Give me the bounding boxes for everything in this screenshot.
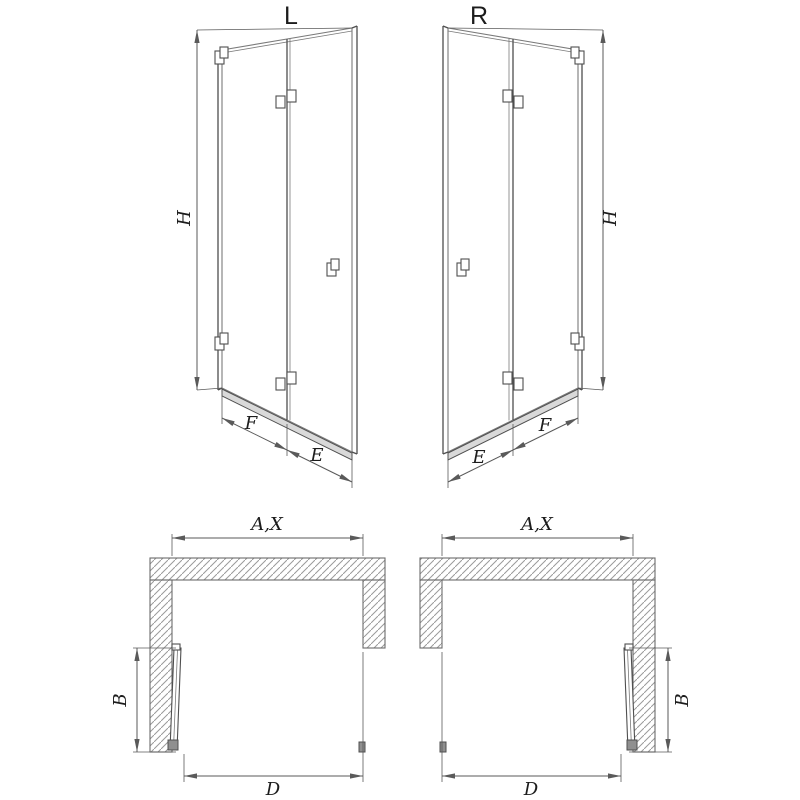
wall-bracket-top [570, 46, 585, 65]
dimension-passage: D [183, 652, 364, 800]
bracket-block [570, 46, 580, 59]
dimension-bottom-widths-left: F E [221, 392, 353, 488]
hinge-block [513, 377, 524, 391]
wall-right [362, 579, 386, 649]
dimension-line-F [221, 417, 288, 451]
fold-hinge-top [502, 89, 524, 109]
plan-left-view: A,X B D [110, 514, 386, 800]
edge-profile-cap-top [442, 25, 449, 29]
dimension-width: A,X [171, 514, 364, 556]
opposite-profile-mark [358, 741, 366, 753]
door-drawing-left [214, 25, 358, 461]
end-width-label: E [309, 445, 323, 466]
bracket-block [219, 332, 229, 345]
bottom-pivot-block [626, 739, 638, 751]
hinge-block [286, 89, 297, 103]
projection-dimension-label: B [672, 693, 693, 707]
variant-label-left: L [284, 2, 298, 30]
door-drawing-right [442, 25, 585, 461]
dimension-line-F [512, 417, 579, 451]
variant-label-right: R [470, 2, 488, 30]
hinge-block [275, 95, 286, 109]
wall-bracket-top [214, 46, 229, 65]
dimension-height-left: H [174, 27, 353, 391]
passage-dimension-label: D [265, 779, 281, 800]
hinge-block [286, 371, 297, 385]
handle-block [330, 258, 340, 271]
dimension-projection: B [629, 647, 693, 753]
hinge-block [513, 95, 524, 109]
folded-door-plan [167, 643, 182, 751]
fold-hinge-bottom [275, 371, 297, 391]
wall-top [149, 557, 386, 581]
handle-block [460, 258, 470, 271]
fold-width-label: F [538, 415, 553, 436]
edge-profile-cap-top [351, 25, 358, 29]
wall-bracket-bottom [214, 332, 229, 351]
elevation-right-view: R [442, 2, 621, 488]
elevation-left-view: L [174, 2, 358, 488]
height-dimension-label: H [174, 210, 195, 227]
wall-left [149, 579, 173, 753]
extension-line [577, 387, 604, 391]
hinge-block [275, 377, 286, 391]
fold-hinge-bottom [502, 371, 524, 391]
wall-left [419, 579, 443, 649]
dimension-passage: D [441, 652, 622, 800]
bracket-block [219, 46, 229, 59]
bracket-block [570, 332, 580, 345]
height-dimension-label: H [600, 210, 621, 227]
dimension-height-right: H [447, 27, 621, 391]
projection-dimension-label: B [110, 693, 131, 707]
hinge-block [502, 371, 513, 385]
fold-crease-line [627, 649, 632, 749]
wall-top [419, 557, 656, 581]
dimension-width: A,X [441, 514, 634, 556]
folded-door-plan [623, 643, 638, 751]
bottom-pivot-block [167, 739, 179, 751]
width-dimension-label: A,X [519, 514, 554, 535]
end-width-label: E [471, 447, 485, 468]
dimension-line-E [286, 449, 353, 483]
extension-line [196, 27, 353, 31]
edge-profile-cap-bottom [351, 451, 358, 455]
dimension-bottom-widths-right: E F [447, 392, 579, 488]
extension-line [447, 27, 604, 31]
handle-knob [456, 258, 470, 277]
opposite-profile-mark [439, 741, 447, 753]
extension-line [196, 387, 223, 391]
top-pivot-block [624, 643, 634, 651]
width-dimension-label: A,X [249, 514, 284, 535]
edge-profile-cap-bottom [442, 451, 449, 455]
wall-bracket-bottom [570, 332, 585, 351]
dimension-line-E [447, 449, 514, 483]
dimension-projection: B [110, 647, 176, 753]
fold-width-label: F [244, 413, 259, 434]
passage-dimension-label: D [523, 779, 539, 800]
wall-right [632, 579, 656, 753]
plan-right-view: A,X B D [419, 514, 693, 800]
handle-knob [326, 258, 340, 277]
fold-crease-line [173, 649, 178, 749]
hinge-block [502, 89, 513, 103]
top-pivot-block [171, 643, 181, 651]
fold-hinge-top [275, 89, 297, 109]
